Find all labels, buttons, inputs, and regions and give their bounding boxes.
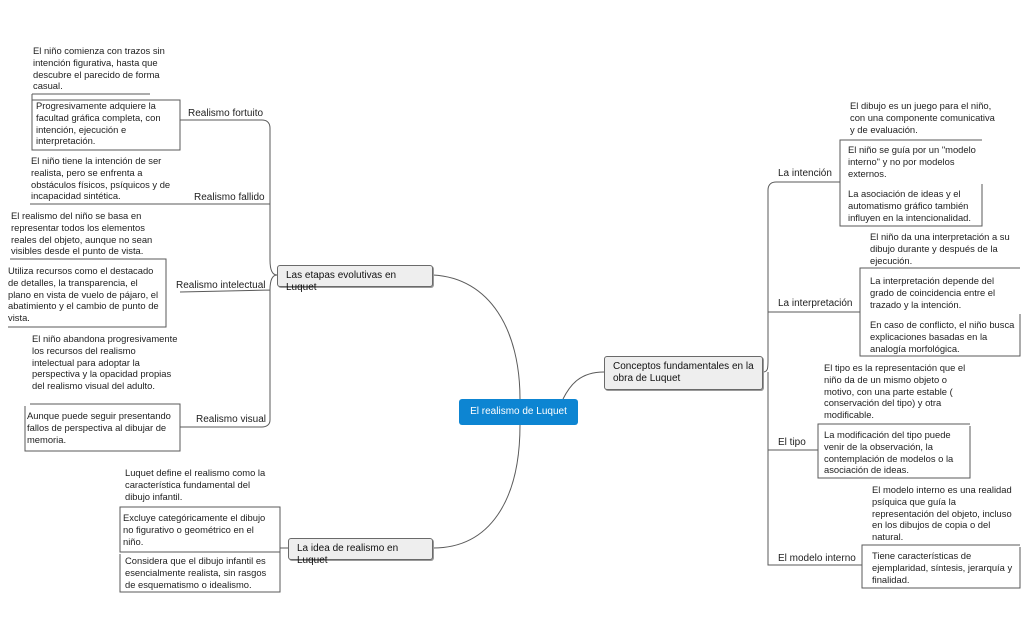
- connector-etapas-branches: [179, 119, 278, 428]
- connector-tipo-leaves: [817, 423, 971, 479]
- leaf-intelectual-2[interactable]: Utiliza recursos como el destacado de de…: [8, 265, 159, 324]
- connector-fortuito-leaves: [31, 94, 181, 151]
- connector-modelo-leaves: [861, 544, 1021, 589]
- topic-etapas-evolutivas[interactable]: Las etapas evolutivas en Luquet: [277, 265, 433, 293]
- branch-realismo-fortuito[interactable]: Realismo fortuito: [188, 108, 264, 119]
- leaf-intelectual-1[interactable]: El realismo del niño se basa en represen…: [11, 210, 153, 257]
- connector-conceptos: [562, 371, 605, 400]
- connector-conceptos-branches: [762, 181, 862, 566]
- connector-intencion-leaves: [839, 139, 983, 227]
- leaf-intencion-1[interactable]: El dibujo es un juego para el niño, con …: [850, 100, 995, 135]
- topic-idea-realismo[interactable]: La idea de realismo en Luquet: [288, 538, 433, 566]
- leaf-fortuito-2[interactable]: Progresivamente adquiere la facultad grá…: [36, 100, 161, 147]
- leaf-interpretacion-3[interactable]: En caso de conflicto, el niño busca expl…: [870, 319, 1015, 354]
- branch-realismo-intelectual[interactable]: Realismo intelectual: [176, 280, 266, 291]
- leaf-interpretacion-2[interactable]: La interpretación depende del grado de c…: [870, 275, 996, 310]
- connector-idea-leaves: [119, 506, 288, 593]
- connector-etapas: [432, 274, 521, 400]
- branch-realismo-fallido[interactable]: Realismo fallido: [194, 192, 265, 203]
- branch-la-interpretacion[interactable]: La interpretación: [778, 298, 853, 309]
- leaf-tipo-1[interactable]: El tipo es la representación que el niño…: [824, 362, 966, 421]
- topic-conceptos-fundamentales[interactable]: Conceptos fundamentales en la obra de Lu…: [604, 356, 763, 390]
- branch-realismo-visual[interactable]: Realismo visual: [196, 414, 267, 425]
- leaf-idea-2[interactable]: Excluye categóricamente el dibujo no fig…: [123, 512, 266, 547]
- branch-el-modelo-interno[interactable]: El modelo interno: [778, 553, 856, 564]
- leaf-fallido-1[interactable]: El niño tiene la intención de ser realis…: [31, 155, 171, 202]
- leaf-visual-1[interactable]: El niño abandona progresivamente los rec…: [32, 333, 178, 392]
- connector-interpretacion-leaves: [859, 267, 1021, 357]
- leaf-modelo-1[interactable]: El modelo interno es una realidad psíqui…: [872, 484, 1012, 543]
- leaf-intencion-3[interactable]: La asociación de ideas y el automatismo …: [848, 188, 972, 223]
- branch-la-intencion[interactable]: La intención: [778, 168, 832, 179]
- leaf-intencion-2[interactable]: El niño se guía por un "modelo interno" …: [848, 144, 976, 179]
- leaf-tipo-2[interactable]: La modificación del tipo puede venir de …: [824, 429, 954, 476]
- leaf-fortuito-1[interactable]: El niño comienza con trazos sin intenció…: [33, 45, 165, 92]
- connector-visual-leaves: [24, 403, 181, 452]
- leaf-interpretacion-1[interactable]: El niño da una interpretación a su dibuj…: [870, 231, 1010, 266]
- leaf-visual-2[interactable]: Aunque puede seguir presentando fallos d…: [27, 410, 171, 445]
- leaf-idea-3[interactable]: Considera que el dibujo infantil es esen…: [125, 555, 267, 590]
- connector-idea: [432, 424, 521, 549]
- central-topic[interactable]: El realismo de Luquet: [459, 399, 578, 425]
- connector-intelectual-leaves: [8, 258, 167, 328]
- leaf-idea-1[interactable]: Luquet define el realismo como la caract…: [125, 467, 266, 502]
- leaf-modelo-2[interactable]: Tiene características de ejemplaridad, s…: [872, 550, 1013, 585]
- branch-el-tipo[interactable]: El tipo: [778, 437, 806, 448]
